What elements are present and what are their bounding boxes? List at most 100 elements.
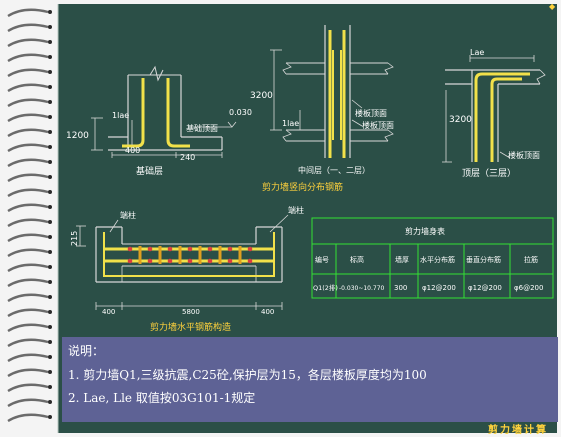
binding-hole <box>48 295 52 299</box>
binding-hole <box>48 85 52 89</box>
spiral-binding <box>7 8 52 423</box>
left-column-label: 端柱 <box>120 210 136 220</box>
base-caption: 基础层 <box>136 165 163 177</box>
binding-ring <box>7 158 49 168</box>
binding-hole <box>48 55 52 59</box>
top-dim-height: 3200 <box>449 115 472 125</box>
binding-hole <box>48 160 52 164</box>
middle-label-lower: 楼板顶面 <box>362 120 394 130</box>
notes-line-1: 1. 剪力墙Q1,三级抗震,C25砼,保护层为15，各层楼板厚度均为100 <box>68 368 427 382</box>
base-dim-bottom-right: 240 <box>180 153 195 162</box>
binding-ring <box>7 113 49 123</box>
base-label-value: 0.030 <box>229 108 252 117</box>
binding-ring <box>7 353 49 363</box>
section-dim-height: 215 <box>70 231 79 246</box>
middle-caption: 中间层（一、二层） <box>298 165 370 175</box>
middle-label-upper: 楼板顶面 <box>355 108 387 118</box>
binding-ring <box>7 413 49 423</box>
binding-hole <box>48 40 52 44</box>
top-caption: 顶层（三层） <box>462 168 516 179</box>
binding-hole <box>48 25 52 29</box>
binding-hole <box>48 130 52 134</box>
binding-hole <box>48 205 52 209</box>
binding-ring <box>7 293 49 303</box>
middle-dim-height: 3200 <box>250 91 273 101</box>
binding-hole <box>48 70 52 74</box>
binding-ring <box>7 98 49 108</box>
binding-hole <box>48 370 52 374</box>
binding-ring <box>7 323 49 333</box>
corner-mark-icon: ◆ <box>549 2 556 11</box>
middle-dim-lae: 1lae <box>282 119 299 128</box>
binding-ring <box>7 218 49 228</box>
base-dim-height: 1200 <box>66 131 89 141</box>
table-header-elevation: 标高 <box>350 255 364 264</box>
binding-ring <box>7 233 49 243</box>
notes-heading: 说明： <box>68 344 105 358</box>
vertical-rebar-title: 剪力墙竖向分布钢筋 <box>262 181 343 193</box>
binding-hole <box>48 355 52 359</box>
table-cell-tie: φ6@200 <box>514 284 543 292</box>
top-label-floor: 楼板顶面 <box>508 150 540 160</box>
section-dim-left: 400 <box>102 308 115 316</box>
binding-hole <box>48 175 52 179</box>
middle-level-detail: 3200 1lae 楼板顶面 楼板顶面 中间层（一、二层） <box>250 25 394 175</box>
binding-hole <box>48 10 52 14</box>
binding-ring <box>7 368 49 378</box>
base-label-top: 基础顶面 <box>186 123 218 133</box>
binding-ring <box>7 83 49 93</box>
binding-ring <box>7 143 49 153</box>
binding-ring <box>7 248 49 258</box>
table-header-thickness: 墙厚 <box>395 255 409 264</box>
binding-hole <box>48 220 52 224</box>
binding-hole <box>48 190 52 194</box>
binding-ring <box>7 68 49 78</box>
base-level-detail: 1200 1lae 400 240 基础顶面 0.030 基础层 <box>66 65 252 177</box>
binding-ring <box>7 308 49 318</box>
top-level-detail: Lae 3200 楼板顶面 顶层（三层） <box>442 48 546 179</box>
base-dim-lae: 1lae <box>112 111 129 120</box>
right-column-label: 端柱 <box>288 205 304 215</box>
binding-hole <box>48 145 52 149</box>
table-cell-elevation: -0.030~10.770 <box>339 285 385 292</box>
base-dim-bottom-left: 400 <box>125 146 140 155</box>
table-header-tie: 拉筋 <box>524 255 538 264</box>
section-dim-right: 400 <box>261 308 274 316</box>
binding-hole <box>48 340 52 344</box>
binding-hole <box>48 265 52 269</box>
table-cell-vertical: φ12@200 <box>468 284 502 292</box>
table-header-vertical: 垂直分布筋 <box>466 255 501 264</box>
binding-hole <box>48 385 52 389</box>
binding-ring <box>7 23 49 33</box>
table-header-horizontal: 水平分布筋 <box>420 255 455 264</box>
table-header-id: 编号 <box>315 255 329 264</box>
binding-ring <box>7 173 49 183</box>
binding-ring <box>7 263 49 273</box>
binding-hole <box>48 115 52 119</box>
footer-title: 剪力墙计算 <box>488 425 548 436</box>
binding-hole <box>48 400 52 404</box>
binding-hole <box>48 280 52 284</box>
section-dim-middle: 5800 <box>182 308 200 316</box>
binding-ring <box>7 338 49 348</box>
binding-ring <box>7 8 49 18</box>
table-cell-id: Q1(2排) <box>313 283 338 292</box>
wall-schedule-table: 剪力墙身表 编号 标高 墙厚 水平分布筋 垂直分布筋 拉筋 Q1(2排) -0.… <box>311 217 554 299</box>
binding-hole <box>48 325 52 329</box>
binding-hole <box>48 310 52 314</box>
binding-ring <box>7 383 49 393</box>
binding-ring <box>7 398 49 408</box>
binding-hole <box>48 415 52 419</box>
binding-ring <box>7 188 49 198</box>
table-title: 剪力墙身表 <box>405 226 445 236</box>
binding-hole <box>48 100 52 104</box>
table-cell-horizontal: φ12@200 <box>422 284 456 292</box>
binding-ring <box>7 128 49 138</box>
binding-ring <box>7 203 49 213</box>
horizontal-rebar-section: 端柱 端柱 215 400 5800 400 剪力墙水平钢筋构造 <box>70 205 304 333</box>
top-dim-lae: Lae <box>470 48 484 57</box>
binding-hole <box>48 235 52 239</box>
binding-ring <box>7 38 49 48</box>
